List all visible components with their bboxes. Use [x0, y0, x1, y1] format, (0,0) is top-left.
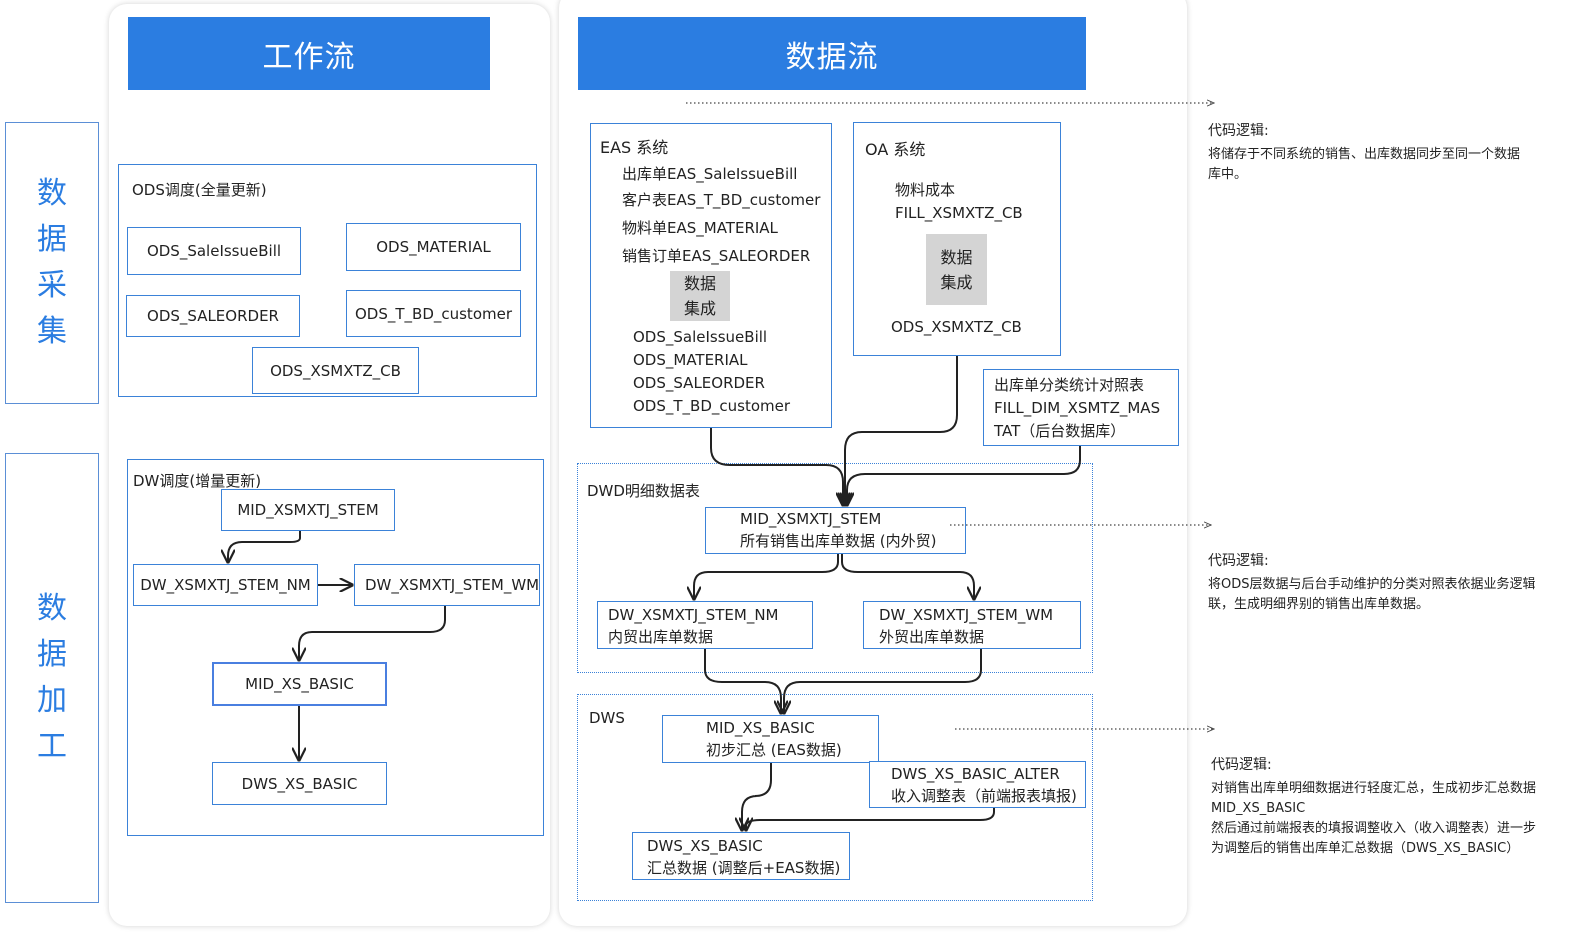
dw-xsmxtj-stem-wm-node: DW_XSMXTJ_STEM_WM	[354, 564, 540, 606]
oa-source-list: 物料成本 FILL_XSMXTZ_CB	[895, 179, 1023, 225]
dws-mid-node: MID_XS_BASIC 初步汇总 (EAS数据)	[662, 715, 879, 763]
data-processing-label: 数 据 加 工	[5, 453, 99, 903]
dws-final-node: DWS_XS_BASIC 汇总数据 (调整后+EAS数据)	[632, 832, 850, 880]
mapping-line: TAT（后台数据库）	[994, 422, 1126, 440]
dw-mid-xs-basic-node: MID_XS_BASIC	[212, 662, 387, 706]
mapping-table-box: 出库单分类统计对照表 FILL_DIM_XSMTZ_MAS TAT（后台数据库）	[983, 369, 1179, 446]
ods-saleissuebill-node: ODS_SaleIssueBill	[127, 227, 301, 275]
dwd-wm-node: DW_XSMXTJ_STEM_WM 外贸出库单数据	[863, 601, 1081, 649]
dataflow-header: 数据流	[578, 17, 1086, 90]
oa-source-item: 物料成本	[895, 181, 956, 199]
eas-target-item: ODS_T_BD_customer	[633, 397, 791, 415]
dw-mid-xsmxtj-stem-node: MID_XSMXTJ_STEM	[221, 489, 395, 531]
oa-target-item: ODS_XSMXTZ_CB	[891, 318, 1022, 336]
eas-data-integration: 数据 集成	[670, 271, 730, 321]
eas-source-item: 销售订单EAS_SALEORDER	[622, 247, 811, 265]
oa-data-integration: 数据 集成	[926, 234, 987, 305]
ods-t-bd-customer-node: ODS_T_BD_customer	[346, 290, 521, 337]
dw-schedule-title: DW调度(增量更新)	[133, 472, 262, 490]
eas-source-list: 出库单EAS_SaleIssueBill 客户表EAS_T_BD_custome…	[622, 163, 820, 271]
dwd-mid-node: MID_XSMXTJ_STEM 所有销售出库单数据 (内外贸)	[705, 507, 966, 554]
data-collection-label: 数 据 采 集	[5, 122, 99, 404]
ods-xsmxtz-cb-node: ODS_XSMXTZ_CB	[252, 347, 419, 394]
eas-target-item: ODS_SALEORDER	[633, 374, 765, 392]
code-logic-note-3: 代码逻辑: 对销售出库单明细数据进行轻度汇总，生成初步汇总数据 MID_XS_B…	[1211, 757, 1537, 856]
mapping-line: 出库单分类统计对照表	[994, 376, 1145, 394]
dw-dws-xs-basic-node: DWS_XS_BASIC	[212, 762, 387, 805]
eas-source-item: 客户表EAS_T_BD_customer	[622, 191, 821, 209]
oa-system-title: OA 系统	[865, 140, 926, 159]
code-logic-note-2: 代码逻辑: 将ODS层数据与后台手动维护的分类对照表依据业务逻辑 联，生成明细界…	[1208, 553, 1536, 612]
dw-xsmxtj-stem-nm-node: DW_XSMXTJ_STEM_NM	[133, 564, 318, 606]
eas-target-item: ODS_MATERIAL	[633, 351, 748, 369]
eas-system-title: EAS 系统	[600, 138, 669, 157]
code-logic-note-1: 代码逻辑: 将储存于不同系统的销售、出库数据同步至同一个数据 库中。	[1208, 123, 1521, 182]
dws-alter-node: DWS_XS_BASIC_ALTER 收入调整表（前端报表填报)	[869, 761, 1086, 808]
dwd-group-title: DWD明细数据表	[587, 482, 700, 500]
eas-target-list: ODS_SaleIssueBill ODS_MATERIAL ODS_SALEO…	[633, 326, 790, 418]
ods-material-node: ODS_MATERIAL	[346, 223, 521, 271]
eas-source-item: 出库单EAS_SaleIssueBill	[622, 165, 798, 183]
eas-target-item: ODS_SaleIssueBill	[633, 328, 768, 346]
eas-source-item: 物料单EAS_MATERIAL	[622, 219, 778, 237]
workflow-header: 工作流	[128, 17, 490, 90]
mapping-line: FILL_DIM_XSMTZ_MAS	[994, 399, 1161, 417]
dwd-nm-node: DW_XSMXTJ_STEM_NM 内贸出库单数据	[597, 601, 813, 649]
dws-group-title: DWS	[589, 709, 625, 727]
ods-schedule-title: ODS调度(全量更新)	[132, 181, 267, 199]
oa-source-item: FILL_XSMXTZ_CB	[895, 204, 1023, 222]
ods-saleorder-node: ODS_SALEORDER	[126, 295, 300, 337]
